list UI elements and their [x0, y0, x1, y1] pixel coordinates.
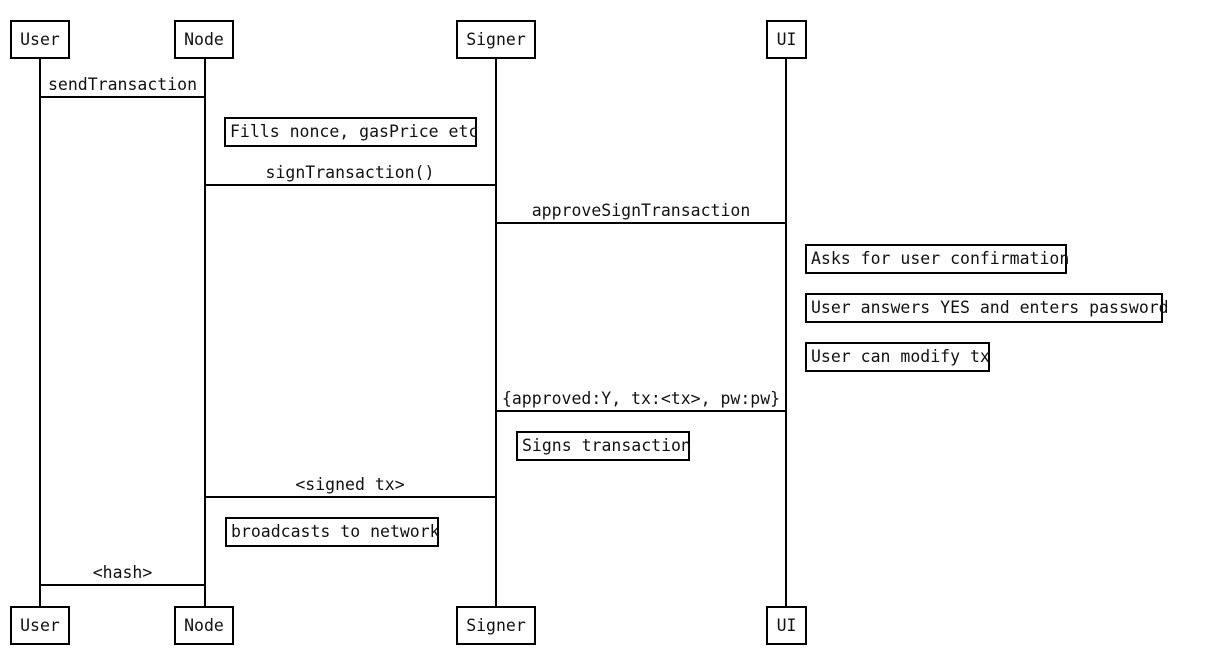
lifeline-ui	[785, 59, 787, 606]
message-line-signed-tx	[204, 496, 496, 498]
message-label-signed-tx: <signed tx>	[295, 475, 405, 494]
note-signs-transaction: Signs transaction	[516, 431, 691, 461]
message-label-sign-transaction: signTransaction()	[265, 163, 435, 182]
message-label-approved-payload: {approved:Y, tx:<tx>, pw:pw}	[501, 389, 781, 408]
actor-box-node-bottom: Node	[174, 606, 234, 645]
lifeline-node	[203, 59, 206, 606]
actor-box-ui-top: UI	[766, 20, 807, 59]
actor-box-signer-top: Signer	[456, 20, 536, 59]
actor-box-user-bottom: User	[10, 606, 70, 645]
actor-box-node-top: Node	[174, 20, 234, 59]
note-user-answers-yes: User answers YES and enters password	[805, 293, 1169, 323]
message-label-hash: <hash>	[92, 563, 153, 582]
message-label-approve-sign-transaction: approveSignTransaction	[531, 201, 751, 220]
message-line-approve-sign-transaction	[496, 222, 786, 224]
message-label-send-transaction: sendTransaction	[47, 75, 198, 94]
note-broadcasts-network: broadcasts to network	[225, 517, 440, 547]
lifeline-user	[39, 59, 41, 606]
actor-box-ui-bottom: UI	[766, 606, 807, 645]
actor-box-user-top: User	[10, 20, 70, 59]
message-line-approved-payload	[496, 410, 786, 412]
note-user-can-modify: User can modify tx	[805, 342, 990, 372]
note-fills-nonce: Fills nonce, gasPrice etc	[224, 117, 478, 147]
lifeline-signer	[495, 59, 497, 606]
message-line-sign-transaction	[204, 184, 496, 186]
note-asks-confirmation: Asks for user confirmation	[805, 244, 1069, 274]
actor-box-signer-bottom: Signer	[456, 606, 536, 645]
message-line-hash	[40, 584, 205, 586]
message-line-send-transaction	[40, 96, 205, 98]
